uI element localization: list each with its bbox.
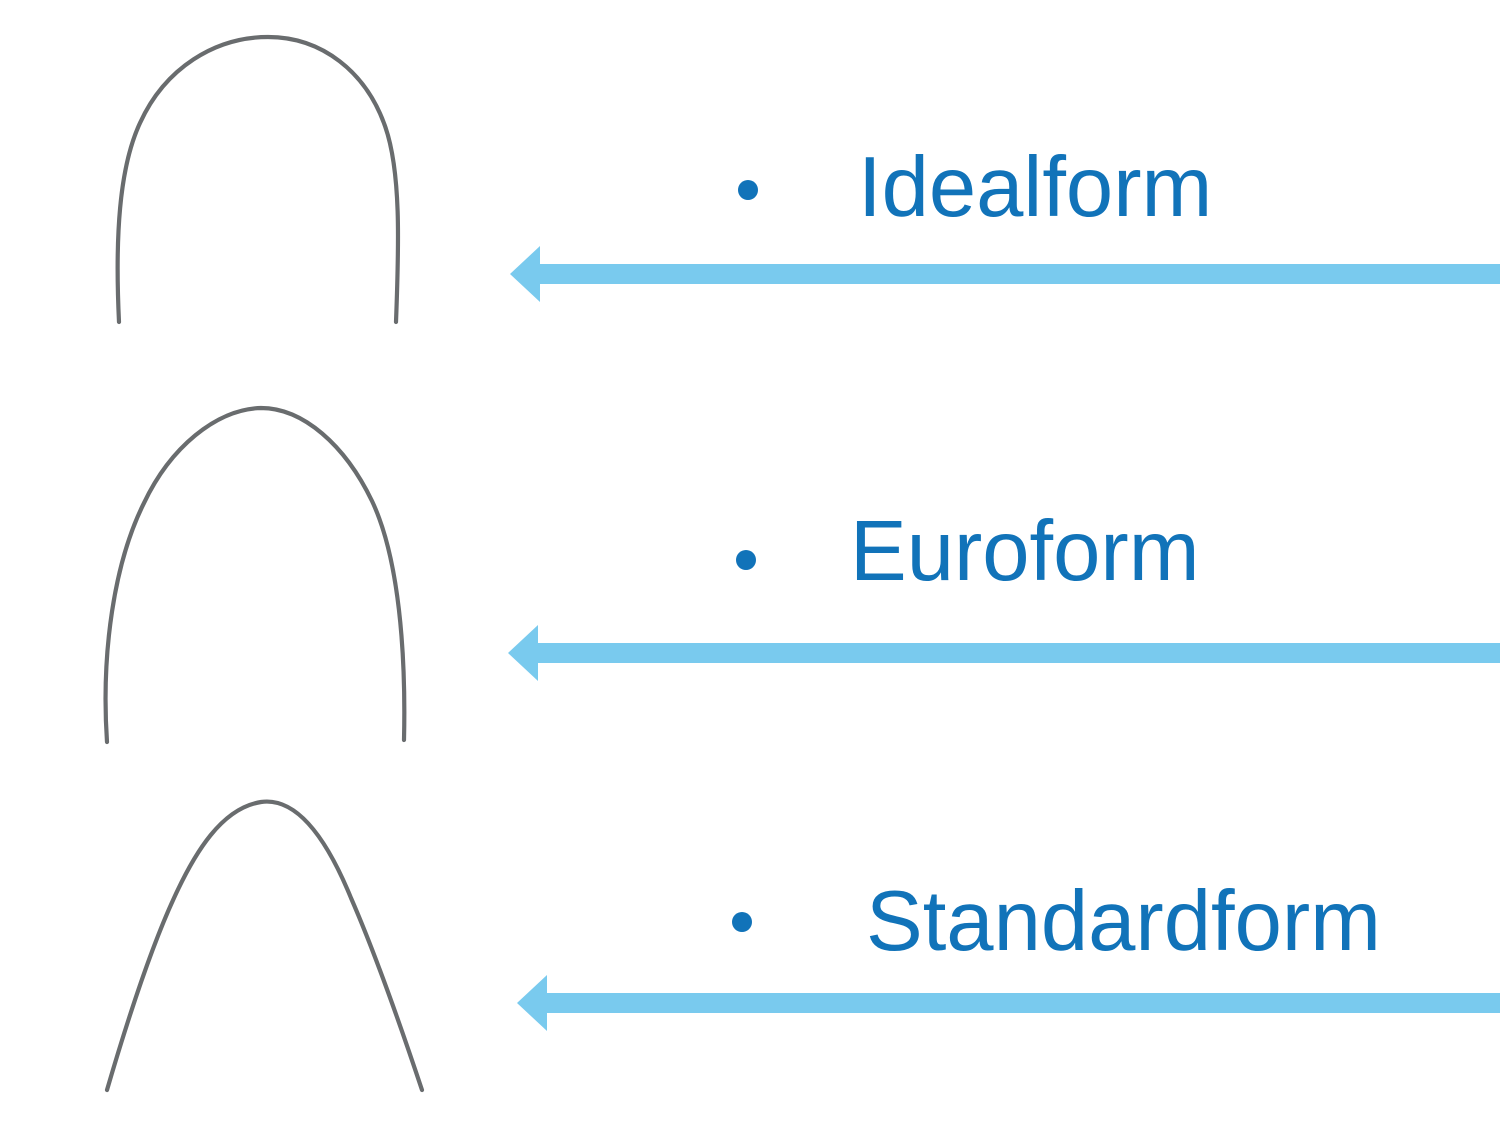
idealform-archwire-image	[115, 34, 401, 325]
left-arrow-icon	[510, 246, 1500, 302]
archwire-label-euroform: Euroform	[850, 504, 1200, 599]
bullet-icon	[736, 550, 756, 570]
left-arrow-icon	[508, 625, 1500, 681]
archwire-label-idealform: Idealform	[858, 140, 1213, 235]
left-arrow-icon	[517, 975, 1500, 1031]
bullet-icon	[732, 912, 752, 932]
euroform-archwire-image	[103, 405, 407, 745]
archwire-label-standardform: Standardform	[866, 874, 1381, 969]
standardform-archwire-image	[104, 799, 425, 1093]
bullet-icon	[738, 180, 758, 200]
